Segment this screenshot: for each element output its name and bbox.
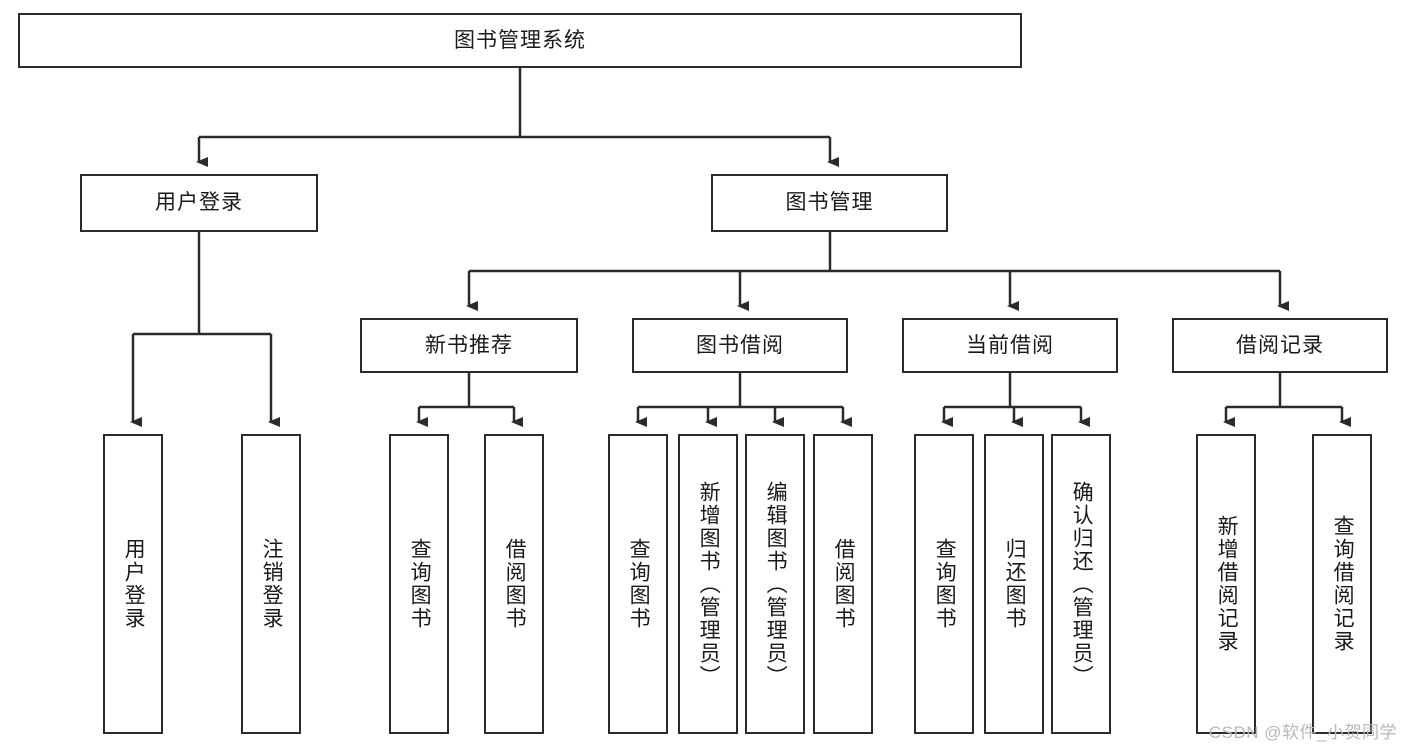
node-borrow-records[interactable]: 借阅记录: [1172, 318, 1388, 373]
node-borrow-records-label: 借阅记录: [1236, 333, 1324, 357]
leaf-query-books-new[interactable]: 查询图书: [389, 434, 449, 734]
node-book-borrow[interactable]: 图书借阅: [632, 318, 848, 373]
node-book-borrow-label: 图书借阅: [696, 333, 784, 357]
node-new-book-recommend[interactable]: 新书推荐: [360, 318, 578, 373]
leaf-borrow-books-label: 借阅图书: [832, 538, 856, 630]
leaf-borrow-books[interactable]: 借阅图书: [813, 434, 873, 734]
leaf-edit-book-admin-label: 编辑图书（管理员）: [764, 480, 788, 688]
leaf-query-books-borrow-label: 查询图书: [627, 538, 651, 630]
leaf-return-books-label: 归还图书: [1003, 538, 1027, 630]
leaf-logout[interactable]: 注销登录: [241, 434, 301, 734]
leaf-confirm-return-admin-label: 确认归还（管理员）: [1070, 480, 1094, 688]
leaf-query-books-current-label: 查询图书: [933, 538, 957, 630]
leaf-user-login[interactable]: 用户登录: [103, 434, 163, 734]
leaf-query-books-current[interactable]: 查询图书: [914, 434, 974, 734]
leaf-user-login-label: 用户登录: [122, 538, 146, 630]
leaf-add-book-admin-label: 新增图书（管理员）: [697, 480, 721, 688]
leaf-add-book-admin[interactable]: 新增图书（管理员）: [678, 434, 738, 734]
leaf-query-books-new-label: 查询图书: [408, 538, 432, 630]
leaf-query-borrow-record-label: 查询借阅记录: [1331, 515, 1355, 653]
leaf-query-books-borrow[interactable]: 查询图书: [608, 434, 668, 734]
node-current-borrow[interactable]: 当前借阅: [902, 318, 1118, 373]
leaf-borrow-books-new-label: 借阅图书: [503, 538, 527, 630]
leaf-edit-book-admin[interactable]: 编辑图书（管理员）: [745, 434, 805, 734]
node-current-borrow-label: 当前借阅: [966, 333, 1054, 357]
node-root[interactable]: 图书管理系统: [18, 13, 1022, 68]
node-user-login[interactable]: 用户登录: [80, 174, 318, 232]
node-new-book-recommend-label: 新书推荐: [425, 333, 513, 357]
leaf-confirm-return-admin[interactable]: 确认归还（管理员）: [1051, 434, 1111, 734]
leaf-borrow-books-new[interactable]: 借阅图书: [484, 434, 544, 734]
node-user-login-label: 用户登录: [155, 191, 243, 215]
leaf-add-borrow-record-label: 新增借阅记录: [1215, 515, 1239, 653]
leaf-return-books[interactable]: 归还图书: [984, 434, 1044, 734]
leaf-add-borrow-record[interactable]: 新增借阅记录: [1196, 434, 1256, 734]
node-root-label: 图书管理系统: [454, 28, 586, 52]
leaf-logout-label: 注销登录: [260, 538, 284, 630]
leaf-query-borrow-record[interactable]: 查询借阅记录: [1312, 434, 1372, 734]
node-book-management[interactable]: 图书管理: [711, 174, 948, 232]
node-book-management-label: 图书管理: [785, 191, 874, 215]
